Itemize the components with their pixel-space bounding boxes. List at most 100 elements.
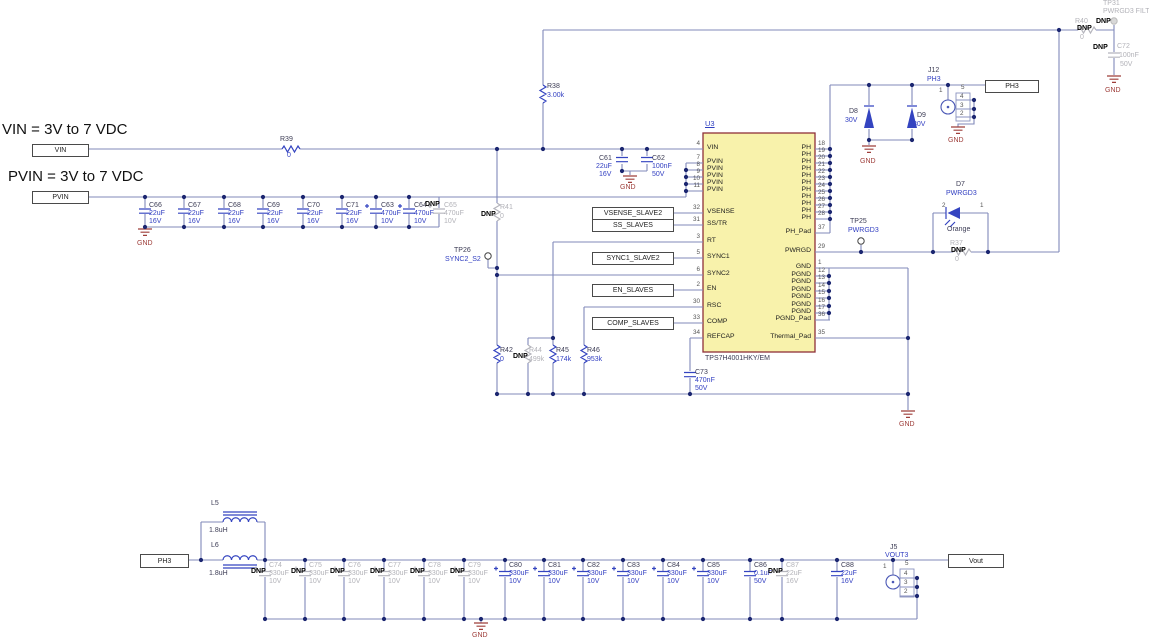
c86-rating: 50V bbox=[754, 578, 767, 585]
junction-dot bbox=[826, 310, 832, 316]
c82-rating: 10V bbox=[587, 578, 600, 585]
j12-pin1-num: 1 bbox=[939, 87, 943, 94]
j12-pin-bracket bbox=[955, 92, 971, 122]
ic-pin-12-number: 12 bbox=[818, 267, 826, 274]
gnd-label-1: GND bbox=[137, 240, 153, 247]
junction-dot bbox=[1056, 27, 1062, 33]
ic-pin-17-name: PGND bbox=[791, 308, 811, 315]
zener-d9-icon bbox=[907, 107, 917, 128]
ic-pin-36-name: PGND_Pad bbox=[775, 315, 811, 322]
ic-pin-6-number: 6 bbox=[696, 266, 700, 273]
r44-dnp: DNP bbox=[513, 353, 528, 360]
junction-dot bbox=[971, 114, 977, 120]
gnd-symbols bbox=[138, 75, 1121, 630]
c88-value: 22uF bbox=[841, 570, 857, 577]
c84-refdes: C84 bbox=[667, 562, 680, 569]
d8-value: 30V bbox=[845, 117, 858, 124]
junction-dot bbox=[341, 616, 347, 622]
c85-rating: 10V bbox=[707, 578, 720, 585]
ic-pin-1-number: 1 bbox=[818, 259, 822, 266]
junction-dot bbox=[827, 174, 833, 180]
junction-dot bbox=[683, 181, 689, 187]
ic-pin-34-number: 34 bbox=[692, 329, 700, 336]
ic-pin-32-name: VSENSE bbox=[707, 208, 735, 215]
connector-center-pin bbox=[891, 580, 895, 584]
r46-value: 953k bbox=[587, 356, 603, 363]
c85-refdes: C85 bbox=[707, 562, 720, 569]
r42-refdes: R42 bbox=[500, 347, 513, 354]
c80-refdes: C80 bbox=[509, 562, 522, 569]
ic-pin-10-number: 10 bbox=[692, 175, 700, 182]
c72-refdes: C72 bbox=[1117, 43, 1130, 50]
junction-dot bbox=[683, 167, 689, 173]
c71-rating: 16V bbox=[346, 218, 359, 225]
junction-dot bbox=[421, 557, 427, 563]
junction-dot bbox=[339, 224, 345, 230]
c74-rating: 10V bbox=[269, 578, 282, 585]
c64-refdes: C64 bbox=[414, 202, 427, 209]
junction-dot bbox=[826, 303, 832, 309]
junction-dot bbox=[221, 224, 227, 230]
c69-value: 22uF bbox=[267, 210, 283, 217]
r39-value: 0 bbox=[287, 152, 291, 159]
j12-pin4-num: 4 bbox=[960, 93, 964, 100]
junction-dot bbox=[827, 153, 833, 159]
c81-value: 330uF bbox=[548, 570, 568, 577]
ic-pin-24-name: PH bbox=[801, 186, 811, 193]
junction-dot bbox=[494, 265, 500, 271]
ic-pin-29-name: PWRGD bbox=[784, 247, 811, 254]
tp26-testpoint-icon bbox=[484, 252, 492, 260]
c75-refdes: C75 bbox=[309, 562, 322, 569]
c77-refdes: C77 bbox=[388, 562, 401, 569]
junction-dot bbox=[914, 575, 920, 581]
junction-dot bbox=[945, 82, 951, 88]
c65-rating: 10V bbox=[444, 218, 457, 225]
c76-dnp: DNP bbox=[330, 568, 345, 575]
junction-dot bbox=[826, 288, 832, 294]
r38-refdes: R38 bbox=[547, 83, 560, 90]
r40-dnp: DNP bbox=[1077, 25, 1092, 32]
ic-pin-35-name: Thermal_Pad bbox=[770, 333, 811, 340]
c70-refdes: C70 bbox=[307, 202, 320, 209]
c73-value: 470nF bbox=[695, 377, 715, 384]
c79-refdes: C79 bbox=[468, 562, 481, 569]
junction-dot bbox=[302, 557, 308, 563]
c87-refdes: C87 bbox=[786, 562, 799, 569]
junction-dot bbox=[541, 557, 547, 563]
gnd-label-3: GND bbox=[899, 421, 915, 428]
c70-value: 22uF bbox=[307, 210, 323, 217]
j5-pin1-num: 1 bbox=[883, 563, 887, 570]
ic-pin-36-number: 36 bbox=[818, 311, 826, 318]
ic-pin-14-number: 14 bbox=[818, 282, 826, 289]
zener-d8-icon bbox=[864, 107, 874, 128]
tp25-refdes: TP25 bbox=[850, 218, 867, 225]
c87-rating: 16V bbox=[786, 578, 799, 585]
c73-refdes: C73 bbox=[695, 369, 708, 376]
ic-pin-23-name: PH bbox=[801, 179, 811, 186]
junction-dot bbox=[660, 557, 666, 563]
ic-pin-24-number: 24 bbox=[818, 182, 826, 189]
ic-pin-5-number: 5 bbox=[696, 249, 700, 256]
ic-pin-19-name: PH bbox=[801, 151, 811, 158]
d9-refdes: D9 bbox=[917, 112, 926, 119]
c77-dnp: DNP bbox=[370, 568, 385, 575]
ic-pin-8-number: 8 bbox=[696, 161, 700, 168]
junction-dot bbox=[905, 391, 911, 397]
junction-dot bbox=[985, 249, 991, 255]
net-ph3-bottom: PH3 bbox=[140, 554, 189, 568]
c64-value: 470uF bbox=[414, 210, 434, 217]
c67-refdes: C67 bbox=[188, 202, 201, 209]
ic-pin-25-name: PH bbox=[801, 193, 811, 200]
junction-dot bbox=[221, 194, 227, 200]
junction-dot bbox=[909, 82, 915, 88]
ic-pin-3-number: 3 bbox=[696, 233, 700, 240]
junction-dot bbox=[700, 616, 706, 622]
junction-dot bbox=[914, 593, 920, 599]
ic-pin-7-name: PVIN bbox=[707, 158, 723, 165]
junction-dot bbox=[478, 616, 484, 622]
junction-dot bbox=[300, 194, 306, 200]
junction-dot bbox=[890, 557, 896, 563]
ic-pin-2-number: 2 bbox=[696, 281, 700, 288]
c75-rating: 10V bbox=[309, 578, 322, 585]
c76-refdes: C76 bbox=[348, 562, 361, 569]
